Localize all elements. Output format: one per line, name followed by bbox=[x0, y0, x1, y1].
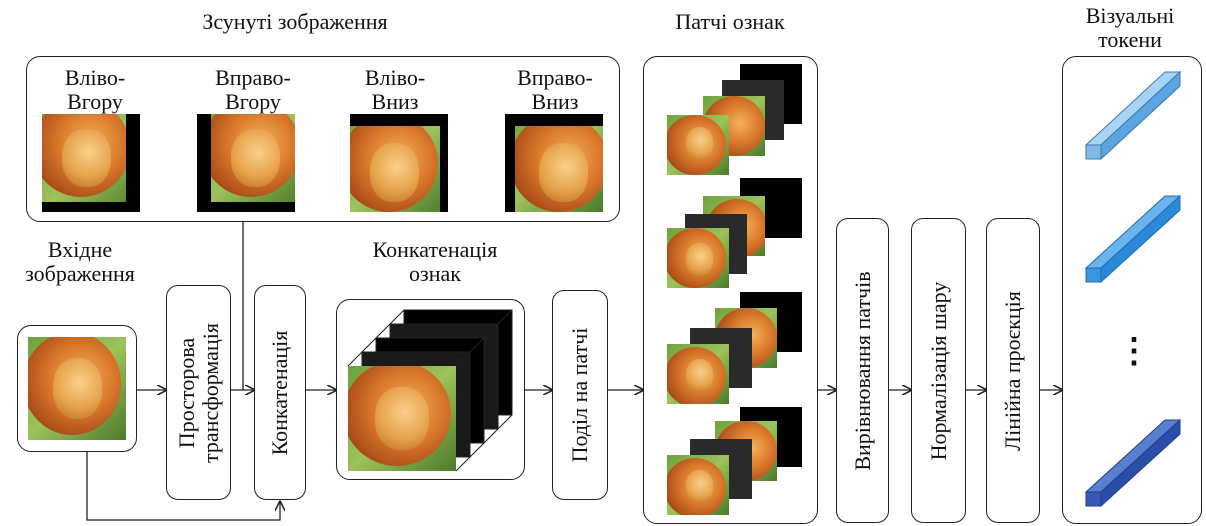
visual-tokens-box bbox=[1062, 56, 1202, 524]
patch-stack-1 bbox=[665, 60, 805, 175]
flatten-patches-block: Вирівнювання патчів bbox=[836, 218, 889, 523]
shift-label-left-up: Вліво-Вгору bbox=[64, 65, 126, 114]
shift-label-left-down: Вліво-Вниз bbox=[364, 65, 426, 114]
layer-norm-block: Нормалізація шару bbox=[911, 218, 966, 523]
lion-image-right-down bbox=[505, 114, 603, 212]
feature-patches-label: Патчі ознак bbox=[675, 9, 785, 34]
ellipsis: ⋮ bbox=[1117, 333, 1151, 370]
shift-label-right-down: Вправо-Вниз bbox=[517, 65, 593, 114]
linear-projection-block: Лінійна проєкція bbox=[986, 218, 1040, 523]
concat-features-front-lion bbox=[348, 366, 456, 471]
visual-token-3 bbox=[1084, 418, 1182, 508]
patch-stack-2 bbox=[665, 176, 805, 291]
lion-image-left-down bbox=[350, 114, 448, 212]
lion-image-right-up bbox=[197, 114, 295, 212]
patch-stack-3 bbox=[665, 290, 805, 408]
shifted-images-title: Зсунуті зображення bbox=[202, 9, 388, 34]
visual-token-1 bbox=[1084, 70, 1182, 161]
visual-token-2 bbox=[1084, 194, 1182, 284]
shift-label-right-up: Вправо-Вгору bbox=[215, 65, 291, 114]
concatenation-block: Конкатенація bbox=[254, 285, 306, 500]
input-lion-image bbox=[28, 337, 126, 440]
patch-stack-4 bbox=[665, 405, 805, 520]
lion-image-left-up bbox=[42, 114, 140, 212]
split-patches-block: Поділ на патчі bbox=[552, 290, 608, 500]
